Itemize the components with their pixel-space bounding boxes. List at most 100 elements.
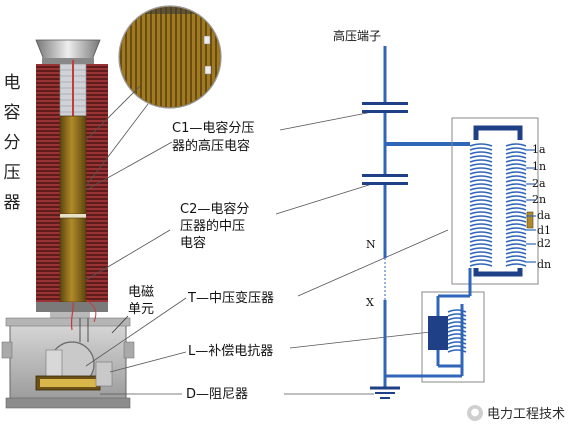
annotation-d: D—阻尼器 [186, 387, 248, 402]
capacitor-divider [60, 214, 86, 218]
porcelain-sheds-right [86, 64, 108, 302]
secondary-coil-turn [505, 147, 527, 151]
terminal-1a: 1a [532, 143, 546, 156]
primary-coil-turn [469, 255, 493, 259]
primary-coil-turn [469, 227, 493, 231]
terminal-d1: d1 [537, 224, 551, 237]
primary-coil-turn [469, 183, 493, 187]
secondary-coil-turn [505, 171, 527, 175]
damper-element [526, 211, 534, 229]
reactor-coil-turn [447, 309, 467, 313]
primary-coil-turn [469, 187, 493, 191]
secondary-coil [505, 143, 527, 267]
primary-coil-turn [469, 167, 493, 171]
annotation-c1-line2: 器的高压电容 [172, 138, 250, 154]
secondary-coil-turn [505, 255, 527, 259]
schematic: 高压端子 N X [333, 28, 539, 399]
reactor-coil-turn [447, 345, 467, 349]
reactor-coil-turn [447, 337, 467, 341]
reactor-coil-turn [447, 321, 467, 325]
cvt-illustration [1, 39, 135, 409]
primary-coil-turn [469, 203, 493, 207]
reactor-coil-turn [447, 325, 467, 329]
terminal-1n: 1n [532, 160, 546, 173]
annotation-c1-line1: C1—电容分压 [172, 120, 254, 136]
secondary-coil-turn [505, 179, 527, 183]
primary-coil-turn [469, 243, 493, 247]
primary-coil-turn [469, 259, 493, 263]
secondary-coil-turn [505, 199, 527, 203]
reactor-coil-turn [447, 329, 467, 333]
reactor-coil-turn [447, 333, 467, 337]
secondary-coil-turn [505, 187, 527, 191]
primary-coil-turn [469, 207, 493, 211]
primary-coil [469, 143, 493, 267]
left-vertical-label: 电容分压器 [3, 73, 21, 213]
annotation-c2-line1: C2—电容分 [180, 201, 249, 217]
reactor-coil-turn [447, 313, 467, 317]
primary-coil-turn [469, 219, 493, 223]
primary-coil-turn [469, 223, 493, 227]
primary-coil-turn [469, 175, 493, 179]
secondary-coil-turn [505, 191, 527, 195]
watermark-text: 电力工程技术 [486, 407, 565, 422]
terminal-2a: 2a [532, 177, 546, 190]
c2-plate-top [362, 174, 408, 177]
c1-plate-top [362, 102, 408, 105]
secondary-coil-turn [505, 231, 527, 235]
reactor-coil-turn [447, 341, 467, 345]
secondary-coil-turn [505, 155, 527, 159]
c1-plate-bottom [362, 110, 408, 113]
annotation-c2-line3: 电容 [180, 235, 206, 251]
primary-coil-turn [469, 199, 493, 203]
watermark: ● 电力工程技术 [466, 403, 565, 422]
secondary-coil-turn [505, 239, 527, 243]
hv-terminal-label: 高压端子 [333, 28, 381, 43]
annotation-c2-line2: 压器的中压 [180, 218, 245, 234]
secondary-coil-turn [505, 203, 527, 207]
secondary-coil-turn [505, 243, 527, 247]
porcelain-sheds-left [36, 64, 60, 302]
secondary-coil-turn [505, 263, 527, 267]
secondary-coil-turn [505, 219, 527, 223]
top-cap [35, 39, 101, 61]
emag-unit-label-line1: 电磁 [128, 285, 154, 300]
secondary-coil-turn [505, 143, 527, 147]
annotations: C1—电容分压 器的高压电容 C2—电容分 压器的中压 电容 T—中压变压器 L… [85, 111, 449, 402]
reactor-core [428, 316, 448, 350]
secondary-coil-turn [505, 235, 527, 239]
secondary-coil-turn [505, 259, 527, 263]
primary-coil-turn [469, 231, 493, 235]
primary-coil-turn [469, 147, 493, 151]
primary-coil-turn [469, 211, 493, 215]
annotation-t: T—中压变压器 [187, 290, 274, 306]
terminal-2n: 2n [532, 193, 546, 206]
primary-coil-turn [469, 251, 493, 255]
secondary-coil-turn [505, 151, 527, 155]
primary-coil-turn [469, 155, 493, 159]
capacitor-zoom-inset [118, 5, 222, 109]
secondary-coil-turn [505, 163, 527, 167]
primary-coil-turn [469, 247, 493, 251]
capacitor-stack-c1 [59, 115, 87, 215]
primary-coil-turn [469, 159, 493, 163]
primary-coil-turn [469, 215, 493, 219]
secondary-coil-turn [505, 211, 527, 215]
primary-coil-turn [469, 163, 493, 167]
transformer-enclosure [451, 117, 539, 285]
secondary-coil-turn [505, 227, 527, 231]
primary-coil-turn [469, 239, 493, 243]
secondary-coil-turn [505, 251, 527, 255]
emag-unit-label-line2: 单元 [128, 302, 154, 317]
primary-coil-turn [469, 151, 493, 155]
reactor-coil-turn [447, 317, 467, 321]
terminal-dn: dn [537, 258, 551, 271]
primary-coil-turn [469, 143, 493, 147]
secondary-coil-turn [505, 215, 527, 219]
secondary-coil-turn [505, 183, 527, 187]
node-x-label: X [366, 296, 374, 309]
secondary-coil-turn [505, 207, 527, 211]
primary-coil-turn [469, 195, 493, 199]
reactor-coil-turn [447, 349, 467, 353]
